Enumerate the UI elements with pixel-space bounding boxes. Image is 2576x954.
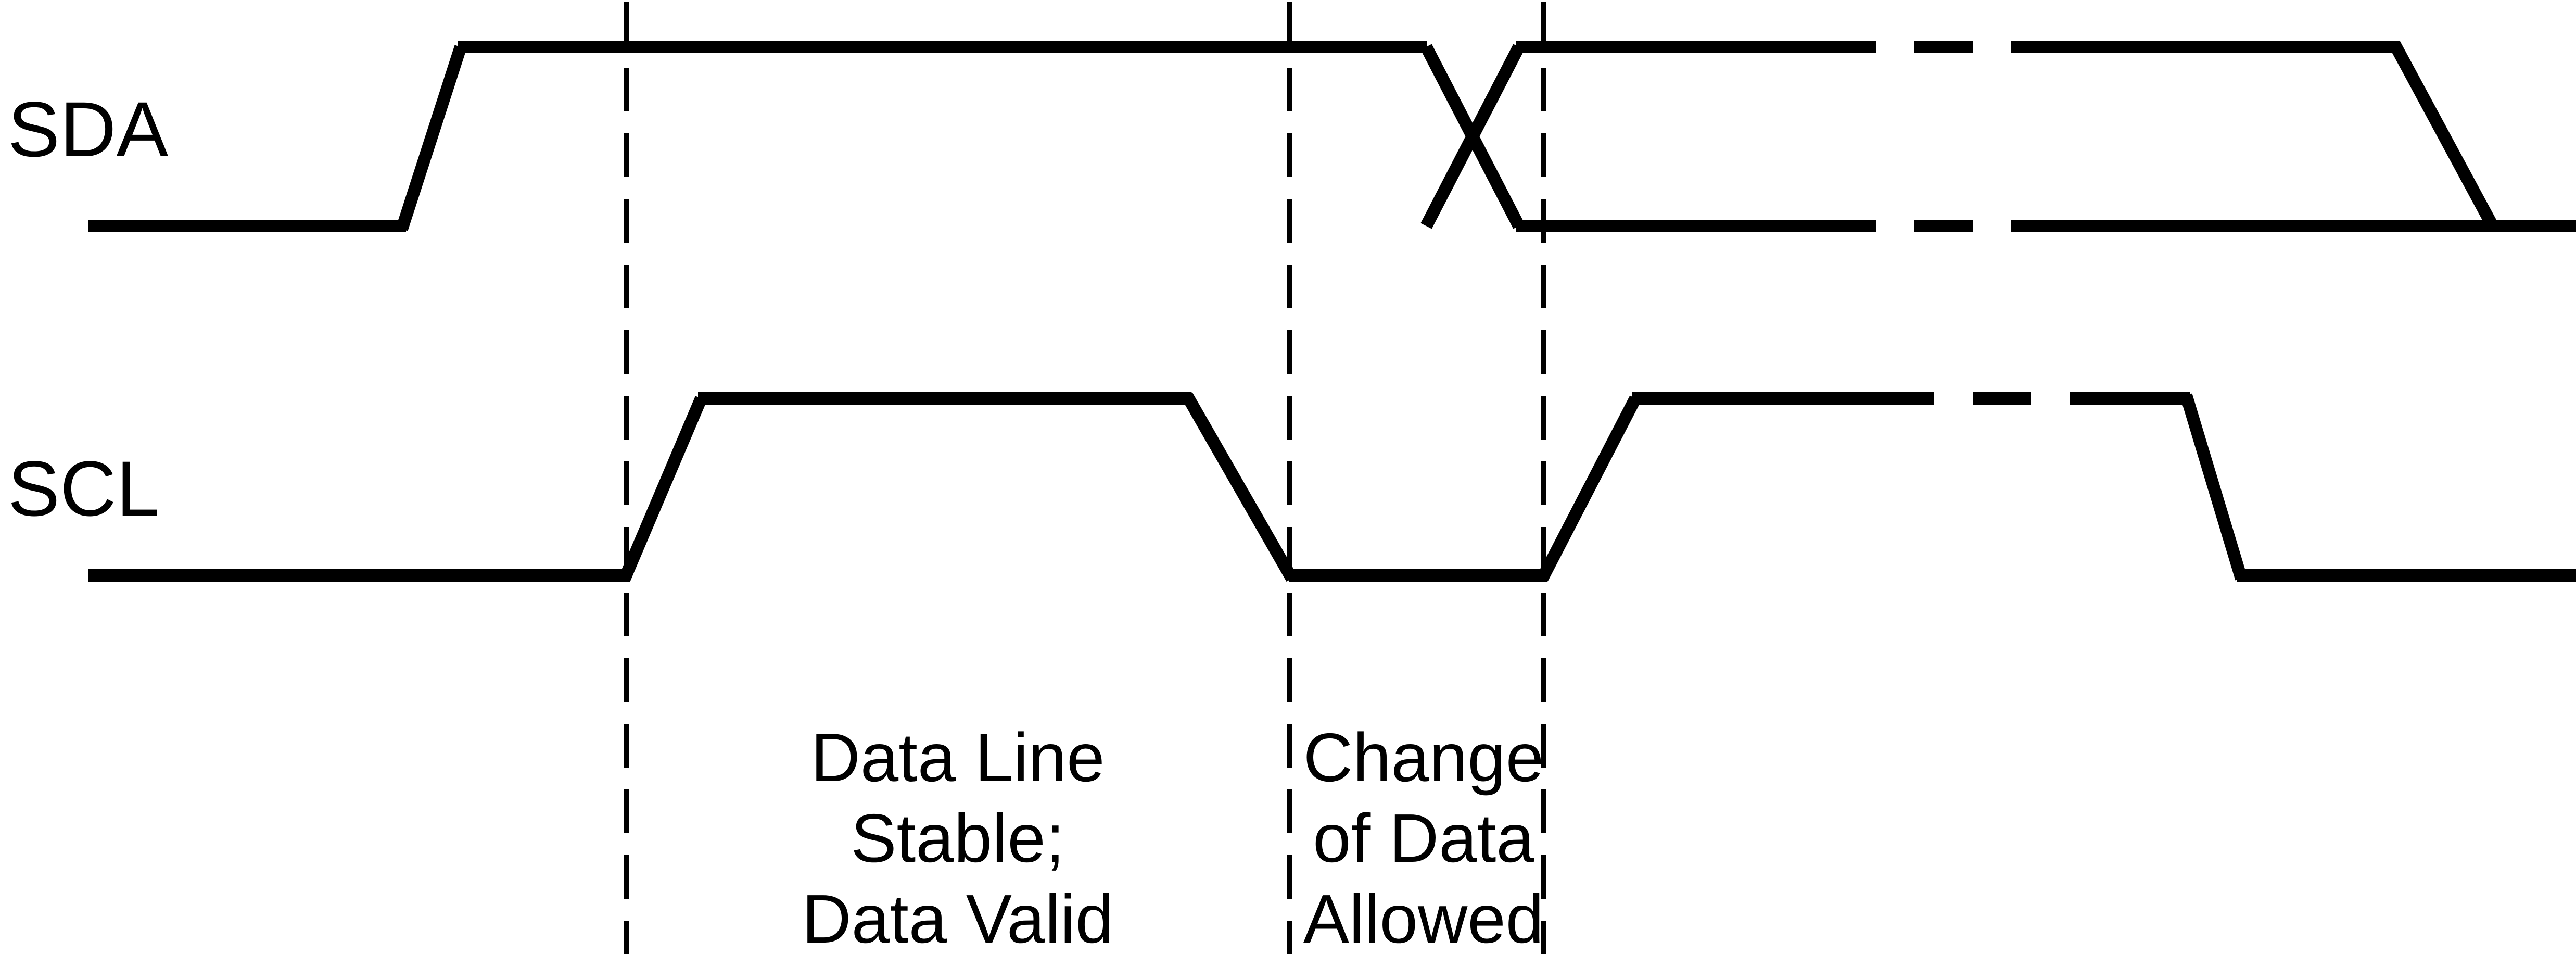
annotation-change-allowed-line-3: Allowed [1303, 881, 1544, 954]
scl-waveform [88, 392, 2576, 582]
sda-rising-edge [396, 45, 467, 231]
annotation-data-stable: Data Line Stable; Data Valid [802, 719, 1113, 954]
scl-rising-edge-1 [618, 396, 707, 581]
annotation-data-stable-line-2: Stable; [851, 800, 1065, 876]
annotation-change-allowed-line-1: Change [1303, 719, 1544, 796]
sda-waveform [88, 41, 2576, 232]
signal-label-scl: SCL [8, 445, 160, 532]
timing-markers [624, 2, 1546, 954]
annotation-change-allowed-line-2: of Data [1313, 800, 1534, 876]
sda-falling-edge [2389, 41, 2500, 232]
annotation-data-stable-line-1: Data Line [810, 719, 1105, 796]
annotation-change-allowed: Change of Data Allowed [1303, 719, 1544, 954]
annotation-data-stable-line-3: Data Valid [802, 881, 1113, 954]
signal-label-sda: SDA [8, 85, 168, 173]
scl-falling-edge-1 [1181, 392, 1298, 582]
sda-cross-rising [1420, 44, 1525, 229]
scl-rising-edge-2 [1537, 395, 1641, 582]
scl-falling-edge-2 [2180, 393, 2248, 581]
